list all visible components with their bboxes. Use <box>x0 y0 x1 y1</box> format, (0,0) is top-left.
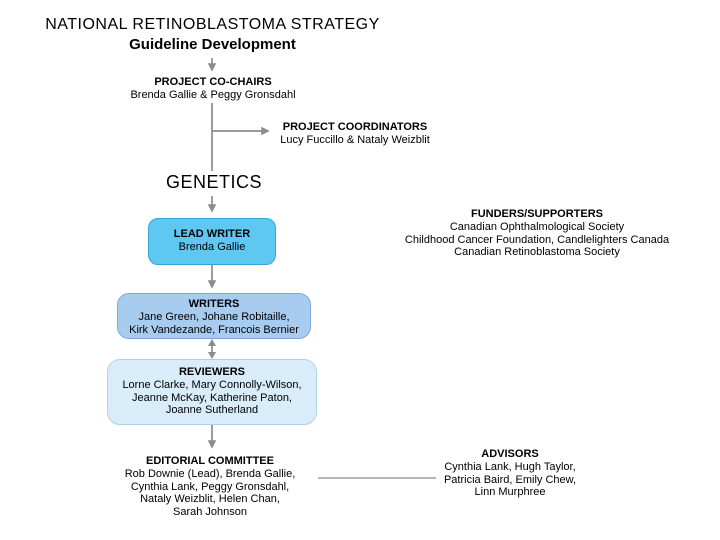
arrowhead-up-writers <box>208 339 216 346</box>
editorial-line: Sarah Johnson <box>173 505 247 518</box>
co-chairs-names: Brenda Gallie & Peggy Gronsdahl <box>130 89 296 101</box>
reviewers-line: Lorne Clarke, Mary Connolly-Wilson, <box>122 379 302 391</box>
node-editorial-committee: EDITORIAL COMMITTEE Rob Downie (Lead), B… <box>95 455 325 518</box>
writers-heading: WRITERS <box>188 298 240 310</box>
writers-line: Kirk Vandezande, Francois Bernier <box>129 323 299 336</box>
lead-writer-names: Brenda Gallie <box>178 241 246 253</box>
lead-writer-heading: LEAD WRITER <box>173 228 251 240</box>
funders-line: Childhood Cancer Foundation, Candlelight… <box>404 233 670 246</box>
node-project-coordinators: PROJECT COORDINATORS Lucy Fuccillo & Nat… <box>276 121 434 147</box>
editorial-line: Nataly Weizblit, Helen Chan, <box>140 493 280 506</box>
funders-line: Canadian Ophthalmological Society <box>449 221 625 233</box>
funders-heading: FUNDERS/SUPPORTERS <box>470 208 604 220</box>
advisors-heading: ADVISORS <box>481 448 539 460</box>
coordinators-names: Lucy Fuccillo & Nataly Weizblit <box>280 134 430 146</box>
advisors-line: Cynthia Lank, Hugh Taylor, <box>444 461 576 473</box>
reviewers-line: Jeanne McKay, Katherine Paton, <box>131 391 292 404</box>
reviewers-line: Joanne Sutherland <box>165 404 259 417</box>
node-reviewers: REVIEWERS Lorne Clarke, Mary Connolly-Wi… <box>107 359 317 425</box>
node-funders-supporters: FUNDERS/SUPPORTERS Canadian Ophthalmolog… <box>400 208 674 259</box>
coordinators-heading: PROJECT COORDINATORS <box>282 121 428 133</box>
editorial-line: Cynthia Lank, Peggy Gronsdahl, <box>130 480 290 493</box>
reviewers-heading: REVIEWERS <box>178 366 245 378</box>
section-genetics: GENETICS <box>165 172 262 192</box>
advisors-line: Linn Murphree <box>474 486 546 499</box>
node-lead-writer: LEAD WRITER Brenda Gallie <box>148 218 276 265</box>
node-advisors: ADVISORS Cynthia Lank, Hugh Taylor, Patr… <box>425 448 595 499</box>
writers-line: Jane Green, Johane Robitaille, <box>138 311 290 323</box>
advisors-line: Patricia Baird, Emily Chew, <box>443 473 577 486</box>
funders-line: Canadian Retinoblastoma Society <box>454 246 620 259</box>
co-chairs-heading: PROJECT CO-CHAIRS <box>154 76 272 88</box>
editorial-heading: EDITORIAL COMMITTEE <box>146 455 274 467</box>
title-line2: Guideline Development <box>129 36 296 53</box>
editorial-line: Rob Downie (Lead), Brenda Gallie, <box>124 468 296 480</box>
node-project-co-chairs: PROJECT CO-CHAIRS Brenda Gallie & Peggy … <box>88 76 338 102</box>
title-line1: NATIONAL RETINOBLASTOMA STRATEGY <box>45 16 380 33</box>
arrowhead-down-reviewers <box>208 352 216 359</box>
slide-title: NATIONAL RETINOBLASTOMA STRATEGY Guideli… <box>40 16 385 53</box>
node-writers: WRITERS Jane Green, Johane Robitaille, K… <box>117 293 311 339</box>
